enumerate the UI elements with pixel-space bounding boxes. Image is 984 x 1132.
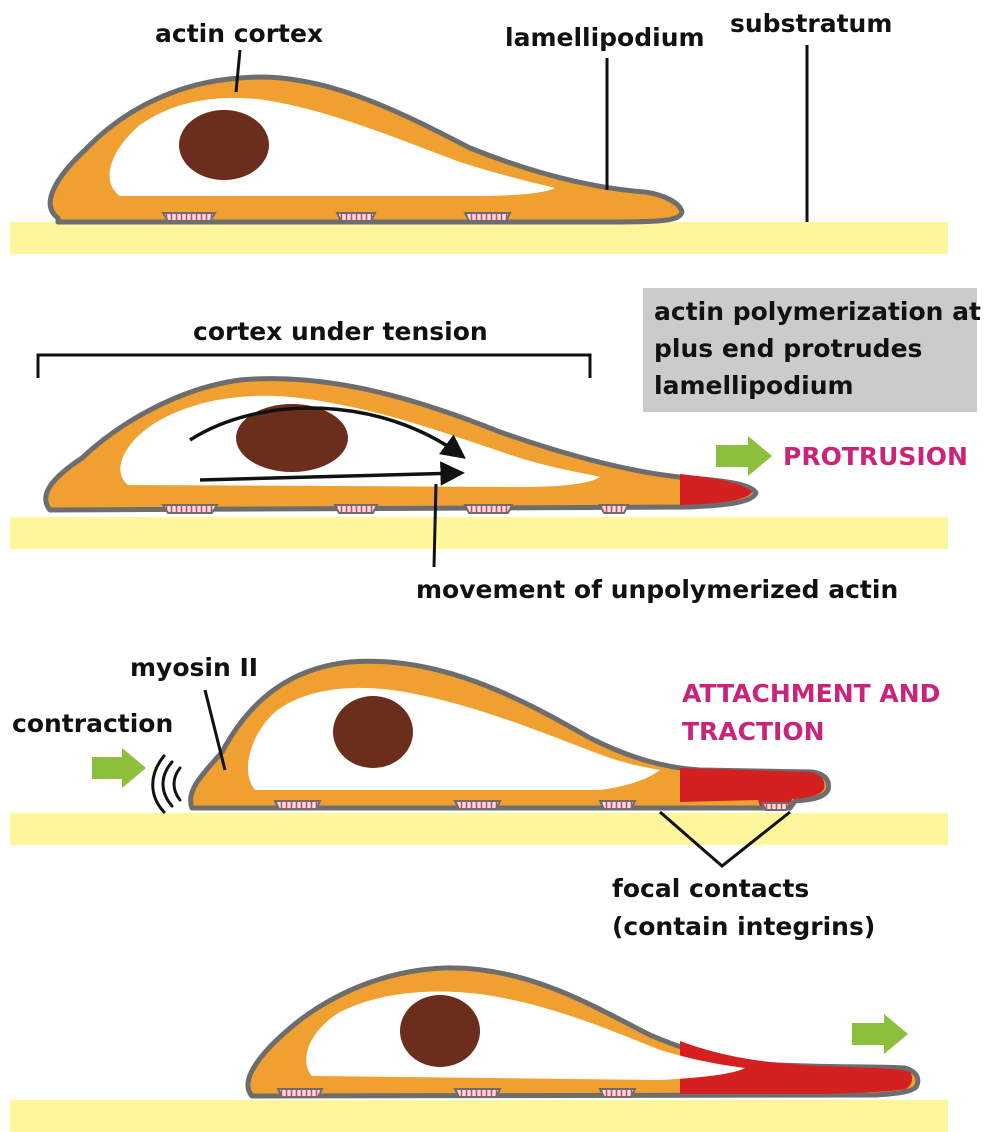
nucleus-stage-1 <box>179 110 269 180</box>
nucleus-stage-4 <box>400 995 480 1067</box>
polymerization-box-line-3: lamellipodium <box>654 371 854 400</box>
nucleus-stage-3 <box>333 696 413 768</box>
focal-contacts-label-line-1: focal contacts <box>612 874 809 903</box>
stage-2-protrusion: cortex under tension actin polymerizatio… <box>10 288 981 604</box>
substratum-stage-4 <box>10 1100 948 1132</box>
focal-contacts-label-line-2: (contain integrins) <box>612 912 875 941</box>
substratum-stage-2 <box>10 517 948 549</box>
substratum-stage-1 <box>10 222 948 254</box>
tension-marks-icon <box>153 756 180 812</box>
focal-contact-2d <box>600 505 628 513</box>
focal-contact-4c <box>600 1089 635 1097</box>
contraction-label: contraction <box>12 709 173 738</box>
focal-contact-2a <box>163 505 217 513</box>
focal-contact-2c <box>465 505 512 513</box>
focal-contact-1b <box>337 213 375 221</box>
cytoplasm-stage-4 <box>306 991 745 1080</box>
cytoplasm-stage-3 <box>248 688 660 790</box>
movement-leader <box>434 484 436 567</box>
stage-3-attachment: myosin II contraction ATTACHMENT AND TRA… <box>10 653 948 941</box>
tension-bracket <box>38 355 590 378</box>
polymerization-box-line-2: plus end protrudes <box>654 334 922 363</box>
green-arrow-icon <box>852 1014 908 1054</box>
polymerization-box-line-1: actin polymerization at <box>654 297 981 326</box>
focal-contact-1a <box>163 213 215 221</box>
focal-contact-4b <box>455 1089 500 1097</box>
focal-contact-3c <box>600 801 635 809</box>
focal-contact-4a <box>278 1089 322 1097</box>
focal-contact-2b <box>335 505 377 513</box>
movement-label: movement of unpolymerized actin <box>416 575 898 604</box>
attachment-label-line-1: ATTACHMENT AND <box>682 679 940 708</box>
cortex-under-tension-label: cortex under tension <box>193 317 488 346</box>
focal-contact-3a <box>275 801 320 809</box>
substratum-stage-3 <box>10 813 948 845</box>
actin-cortex-label: actin cortex <box>155 19 323 48</box>
protrusion-label: PROTRUSION <box>783 442 968 471</box>
attachment-label-line-2: TRACTION <box>682 717 825 746</box>
stage-1-resting-cell: actin cortex lamellipodium substratum <box>10 9 948 254</box>
focal-contact-3d <box>762 803 790 810</box>
myosin-label: myosin II <box>130 653 258 682</box>
green-arrow-icon <box>716 436 772 476</box>
focal-contact-3b <box>455 801 500 809</box>
focal-contact-1c <box>465 213 510 221</box>
substratum-label: substratum <box>730 9 892 38</box>
green-arrow-icon <box>92 748 146 788</box>
lamellipodium-label: lamellipodium <box>505 23 705 52</box>
stage-4-moved-cell <box>10 968 948 1132</box>
